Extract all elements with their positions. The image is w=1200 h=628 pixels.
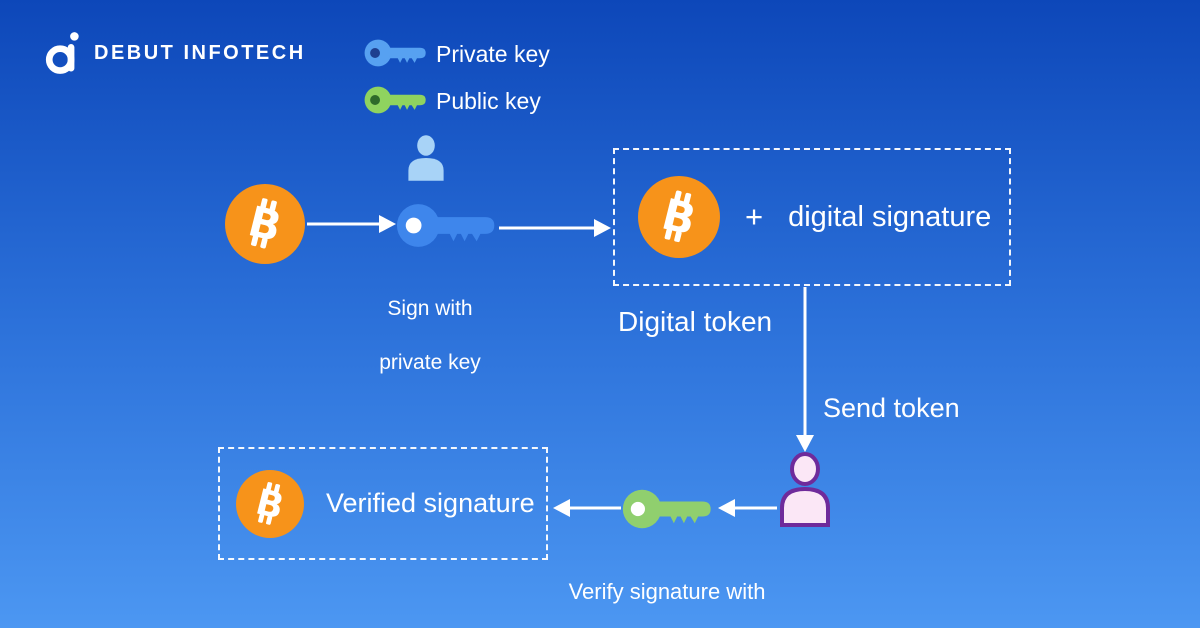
sign-private-key-icon	[396, 204, 495, 247]
digital-token-caption: Digital token	[618, 306, 773, 337]
private-key-legend-icon	[364, 39, 426, 67]
sender-person-icon	[408, 135, 444, 181]
verified-signature-label: Verified signature	[326, 488, 535, 518]
bitcoin-coin-icon: B	[236, 469, 304, 538]
arrowhead-coin-to-sign-key	[379, 215, 396, 233]
plus-sign: +	[745, 199, 764, 234]
send-token-label: Send token	[823, 393, 960, 423]
verify-public-key-icon	[622, 489, 711, 529]
arrowhead-public-key-to-verified-box	[553, 499, 570, 517]
arrowhead-send-token	[796, 435, 814, 452]
verified-signature-box: B Verified signature	[218, 447, 548, 560]
verify-step-caption: Verify signature with public key	[568, 579, 766, 604]
receiver-person-icon	[780, 452, 830, 527]
public-key-legend-icon	[364, 86, 426, 114]
bitcoin-coin-icon: B	[638, 176, 720, 258]
sign-step-caption: Sign with private key	[379, 297, 481, 374]
arrowhead-receiver-to-public-key	[718, 499, 735, 517]
arrowhead-sign-key-to-token-box	[594, 219, 611, 237]
bitcoin-coin-icon: B	[225, 184, 305, 264]
digital-signature-label: digital signature	[788, 200, 992, 233]
digital-token-box: B + digital signature	[613, 148, 1011, 286]
brand-logo: DEBUT INFOTECH	[44, 30, 306, 76]
legend-private-key-label: Private key	[436, 41, 550, 67]
brand-name: DEBUT INFOTECH	[94, 41, 306, 64]
legend-public-key-label: Public key	[436, 88, 541, 114]
debut-infotech-logo-icon	[45, 32, 79, 74]
